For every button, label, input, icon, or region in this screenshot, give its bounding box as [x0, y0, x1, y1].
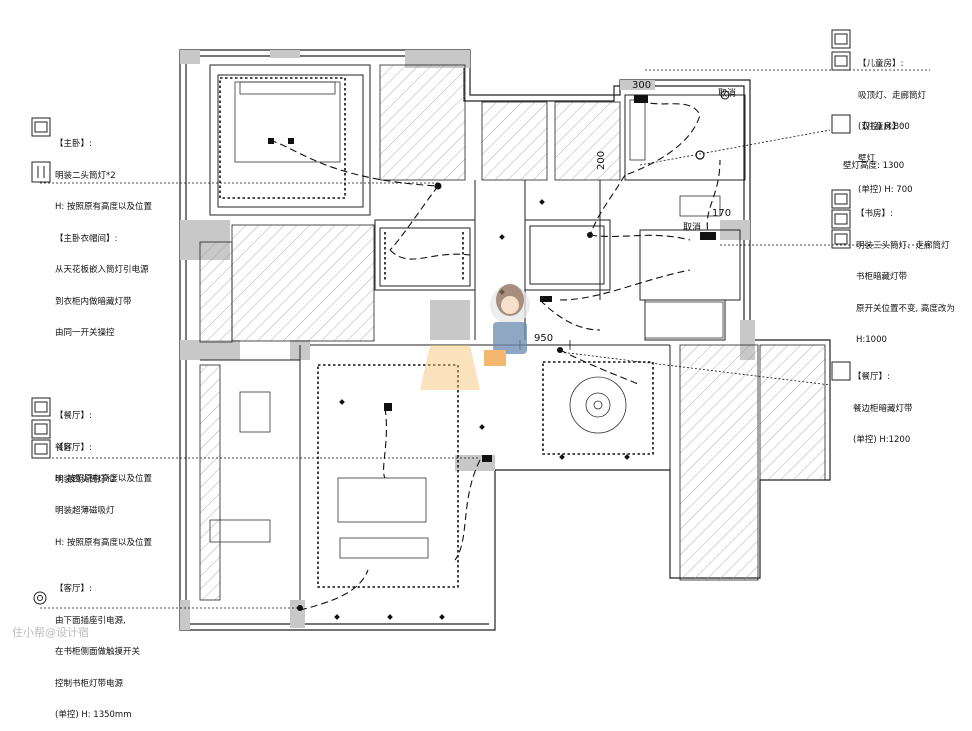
note-line: H: 按照原有高度以及位置	[55, 474, 152, 484]
desk	[209, 519, 271, 543]
study-sofa	[644, 301, 724, 339]
note-title: 【儿童房】:	[858, 59, 904, 69]
note-line: 在书柜侧面做触摸开关	[55, 647, 141, 657]
leader-lines	[40, 69, 930, 609]
note-dining-right: 【餐厅】: 餐边柜暗藏灯带 (单控) H:1200	[853, 351, 913, 456]
note-study: 【书房】: 明装三头筒灯、走廊筒灯 书柜暗藏灯带 原开关位置不变, 高度改为 H…	[856, 188, 955, 356]
note-title: 【主卧】:	[55, 139, 92, 149]
note-kids-room-1: 【儿童房】: 吸顶灯、走廊筒灯 (双控) H:800	[858, 38, 926, 143]
note-line: (单控) H: 1350mm	[55, 710, 132, 720]
round-table	[569, 376, 627, 434]
sofa	[337, 477, 427, 523]
note-line: 由下面插座引电源,	[55, 615, 126, 626]
note-line: H:1000	[856, 335, 887, 345]
kids-bed	[629, 99, 646, 161]
tv-bench	[339, 537, 429, 559]
armchair	[239, 391, 271, 433]
dimension-950: 950	[534, 333, 554, 344]
note-line: 餐灯	[55, 442, 73, 453]
mascot-illustration	[420, 284, 530, 390]
note-switch-icons	[31, 29, 851, 605]
note-master-bedroom: 【主卧】: 明装二头筒灯*2 H: 按照原有高度以及位置 【主卧衣帽间】: 从天…	[55, 118, 152, 349]
note-line: 控制书柜灯带电源	[55, 678, 124, 689]
note-kids-room-2: 【儿童房】: 壁灯 (单控) H: 700	[858, 101, 913, 206]
note-title: 【客厅】:	[55, 584, 92, 594]
wall-blocks	[180, 50, 755, 630]
cancel-tag: 取消	[718, 89, 737, 99]
note-line: (双控) H:800	[858, 122, 910, 132]
led-strip-outlines	[219, 77, 654, 588]
note-line: (单控) H: 700	[858, 185, 913, 195]
wiring	[269, 99, 721, 611]
note-line: 明装三头筒灯、走廊筒灯	[856, 240, 950, 251]
note-line: 书柜暗藏灯带	[856, 272, 908, 282]
note-line: 从天花板嵌入筒灯引电源	[55, 265, 149, 275]
floor-plan	[31, 29, 930, 631]
note-title: 【餐厅】:	[853, 372, 890, 382]
watermark: 住小帮@设计宿	[12, 626, 89, 639]
downlights	[334, 199, 630, 620]
note-line: H: 按照原有高度以及位置	[55, 537, 152, 548]
dimension-170: 170	[712, 208, 732, 219]
note-line: 明装二头筒灯*2	[55, 170, 116, 181]
note-living-room-bottom: 【客厅】: 由下面插座引电源, 在书柜侧面做触摸开关 控制书柜灯带电源 (单控)…	[55, 563, 140, 731]
note-line: 明装四头筒灯*2	[55, 474, 116, 485]
note-line: 餐边柜暗藏灯带	[853, 403, 913, 414]
note-title: 【书房】:	[856, 209, 893, 219]
note-title: 【餐厅】:	[55, 411, 92, 421]
note-line: 原开关位置不变, 高度改为	[856, 303, 955, 314]
note-line: H: 按照原有高度以及位置	[55, 202, 152, 212]
fixtures	[268, 90, 730, 611]
interior-walls	[200, 64, 746, 600]
note-title: 【儿童房】:	[858, 122, 904, 132]
note-line: 明装超薄磁吸灯	[55, 506, 115, 516]
note-title: 【主卧衣帽间】:	[55, 233, 118, 244]
furniture	[209, 81, 724, 559]
dimension-300: 300	[632, 80, 652, 91]
hatched-zones	[199, 64, 826, 601]
note-line: 由同一开关操控	[55, 328, 115, 338]
note-line: (单控) H:1200	[853, 435, 911, 445]
note-title: 【客厅】:	[55, 443, 92, 453]
note-line: 吸顶灯、走廊筒灯	[858, 90, 927, 101]
note-living-room: 【客厅】: 明装四头筒灯*2 明装超薄磁吸灯 H: 按照原有高度以及位置	[55, 422, 152, 559]
note-dining-left: 【餐厅】: 餐灯 H: 按照原有高度以及位置	[55, 390, 152, 495]
dimension-200: 200	[596, 150, 607, 170]
study-desk	[679, 195, 721, 217]
note-wall-lamp-height: 壁灯高度: 1300	[843, 161, 905, 171]
note-line: 壁灯	[858, 153, 876, 164]
cancel-tag: 取消	[683, 223, 702, 233]
note-line: 到衣柜内做暗藏灯带	[55, 296, 132, 307]
